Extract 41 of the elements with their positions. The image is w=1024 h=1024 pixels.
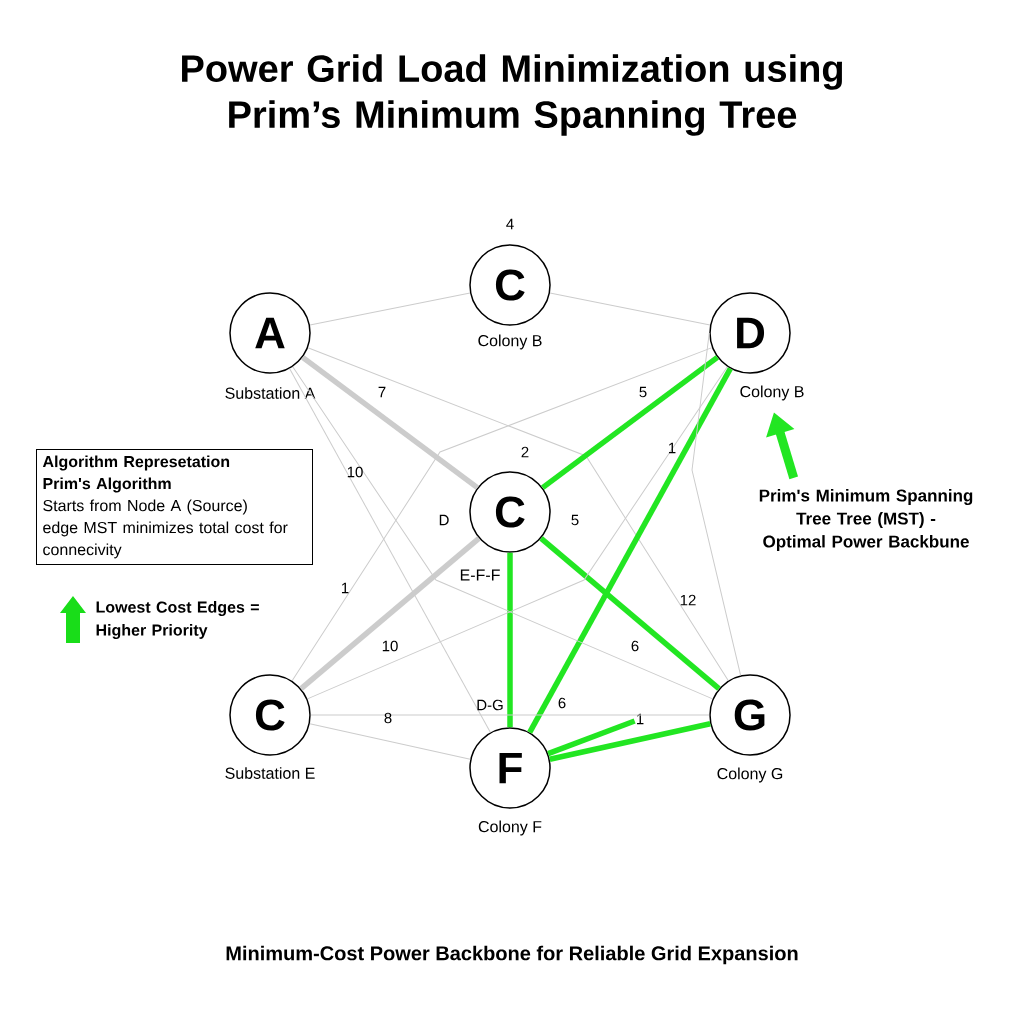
weight-label: 6 bbox=[558, 697, 566, 709]
node-caption: Colony F bbox=[478, 820, 542, 836]
node-caption: Substation E bbox=[225, 767, 315, 779]
weight-label: 2 bbox=[521, 446, 529, 458]
title: Power Grid Load Minimization using Prim’s Minimum Spanning Tree bbox=[182, 54, 843, 136]
connector bbox=[549, 292, 711, 326]
legend-text: Lowest Cost Edges = Higher Priority bbox=[96, 601, 259, 639]
node-caption: Substation A bbox=[225, 387, 316, 399]
caption: Minimum-Cost Power Backbone for Reliable Grid Expansion bbox=[226, 945, 798, 965]
weight-label: 4 bbox=[506, 218, 514, 230]
weight-label: 12 bbox=[680, 594, 696, 606]
connector bbox=[309, 723, 471, 760]
connector bbox=[299, 536, 481, 691]
node-caption: Colony G bbox=[717, 767, 783, 783]
node-caption: Colony B bbox=[478, 334, 542, 350]
weight-label: 10 bbox=[382, 640, 398, 652]
connector bbox=[541, 355, 719, 490]
weight-label: 1 bbox=[342, 582, 349, 594]
weight-label: 1 bbox=[669, 442, 676, 454]
connector bbox=[527, 367, 733, 734]
connector bbox=[539, 536, 721, 691]
weight-label: 5 bbox=[571, 514, 579, 526]
annotation-text: Prim's Minimum Spanning Tree Tree (MST) - Optimal Power Backbune bbox=[759, 489, 973, 551]
connector bbox=[301, 355, 479, 490]
weight-label: 10 bbox=[347, 466, 363, 478]
text-box: Algorithm Represetation Prim's Algorithm Starts from Node A (Source) edge MST minimizes total cost for connecivity bbox=[36, 449, 313, 565]
connector bbox=[309, 292, 471, 326]
connector bbox=[691, 332, 742, 676]
weight-label: 5 bbox=[639, 386, 647, 398]
node-caption: Colony B bbox=[740, 385, 804, 401]
weight-label: 1 bbox=[637, 713, 644, 725]
connector bbox=[507, 552, 513, 728]
weight-label: 6 bbox=[631, 640, 639, 652]
connector bbox=[549, 721, 711, 762]
connector bbox=[289, 368, 491, 733]
weight-label: D bbox=[439, 514, 449, 526]
weight-label: D-G bbox=[477, 699, 503, 711]
connector bbox=[547, 718, 636, 757]
node-caption: E-F-F bbox=[460, 569, 500, 581]
weight-label: 8 bbox=[384, 712, 392, 724]
weight-label: 7 bbox=[378, 386, 386, 398]
